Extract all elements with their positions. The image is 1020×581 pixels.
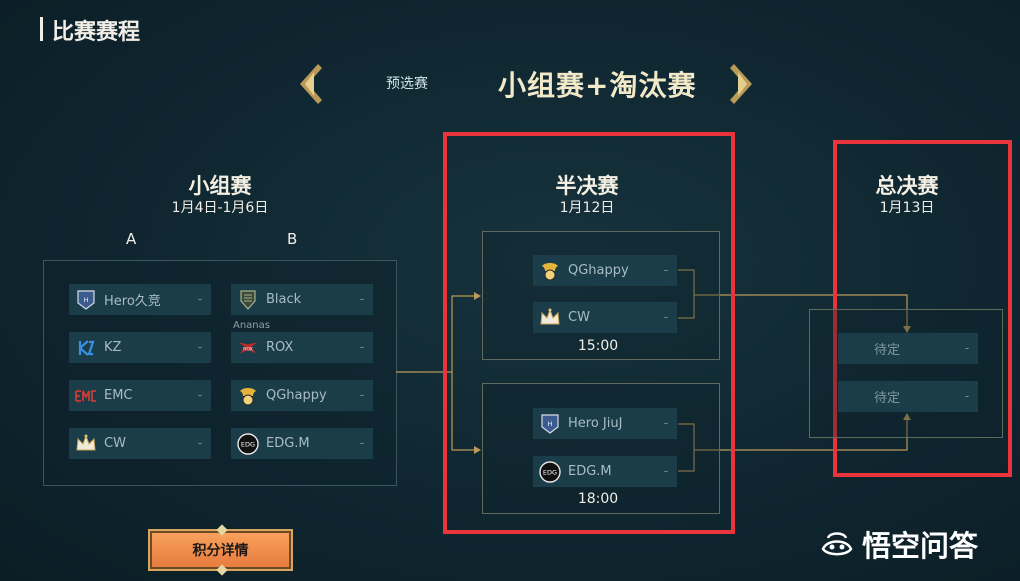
semifinal-match-1 — [482, 231, 720, 360]
team-name: Black — [266, 292, 302, 307]
team-name: QGhappy — [568, 263, 629, 278]
svg-text:H: H — [84, 297, 89, 304]
semifinal-1-time: 15:00 — [577, 338, 619, 354]
team-name: QGhappy — [266, 388, 327, 403]
team-name: 待定 — [874, 343, 901, 358]
semifinal-match-2 — [482, 383, 720, 514]
team-score: - — [359, 340, 365, 355]
final-date: 1月13日 — [879, 200, 935, 216]
points-button-label: 积分详情 — [192, 543, 249, 559]
group-a-label: A — [126, 230, 137, 248]
wukong-logo-icon — [821, 532, 853, 556]
team-score: - — [663, 263, 669, 278]
team-score: - — [663, 310, 669, 325]
final-highlight-box — [833, 140, 1012, 477]
cw-crown-icon — [75, 433, 97, 455]
group-b-label: B — [287, 230, 298, 248]
team-score: - — [197, 388, 203, 403]
emc-logo-icon — [75, 385, 97, 407]
next-stage-arrow-icon[interactable] — [724, 62, 756, 106]
semifinal-2-team-1[interactable]: H Hero JiuJ - — [533, 408, 677, 439]
team-name: ROX — [266, 340, 294, 355]
svg-text:EDG: EDG — [543, 468, 557, 476]
team-score: - — [197, 436, 203, 451]
team-name: CW — [568, 310, 590, 325]
semifinal-date: 1月12日 — [559, 200, 615, 216]
final-team-2[interactable]: 待定 - — [838, 381, 978, 412]
team-score: - — [964, 389, 970, 404]
team-name: EDG.M — [568, 464, 612, 479]
semifinal-2-time: 18:00 — [577, 491, 619, 507]
final-match — [809, 309, 1003, 438]
semifinal-1-team-1[interactable]: QGhappy - — [533, 255, 677, 286]
final-title: 总决赛 — [875, 174, 939, 198]
group-stage-dates: 1月4日-1月6日 — [171, 200, 269, 216]
team-score: - — [663, 464, 669, 479]
team-name: Hero JiuJ — [568, 416, 623, 431]
edgm-logo-icon: EDG — [539, 460, 561, 483]
team-score: - — [964, 341, 970, 356]
cw-crown-icon — [539, 307, 561, 329]
kz-logo-icon — [75, 337, 97, 359]
group-b-team-edgm[interactable]: EDG EDG.M - — [231, 428, 373, 459]
semifinal-2-team-2[interactable]: EDG EDG.M - — [533, 456, 677, 487]
team-score: - — [359, 292, 365, 307]
page-title: 比赛赛程 — [39, 14, 140, 46]
team-name: Hero久竞 — [104, 294, 161, 309]
final-team-1[interactable]: 待定 - — [838, 333, 978, 364]
svg-text:H: H — [548, 421, 553, 428]
group-b-team-qghappy[interactable]: QGhappy - — [231, 380, 373, 411]
semifinal-highlight-box — [443, 132, 735, 534]
team-name: EMC — [104, 388, 133, 403]
team-score: - — [359, 436, 365, 451]
points-details-button[interactable]: 积分详情 — [148, 524, 293, 576]
tab-group-knockout[interactable]: 小组赛+淘汰赛 — [498, 69, 697, 102]
qghappy-logo-icon — [539, 260, 561, 282]
overflow-team-text: Ananas — [233, 320, 270, 331]
qghappy-logo-icon — [237, 385, 259, 407]
edgm-logo-icon: EDG — [237, 432, 259, 455]
team-name: EDG.M — [266, 436, 310, 451]
svg-text:ROX: ROX — [243, 346, 253, 352]
wukong-watermark: 悟空问答 — [820, 523, 978, 565]
team-score: - — [197, 340, 203, 355]
team-score: - — [663, 416, 669, 431]
rox-logo-icon: ROX — [237, 337, 259, 359]
team-score: - — [197, 292, 203, 307]
team-name: KZ — [104, 340, 122, 355]
semifinal-1-team-2[interactable]: CW - — [533, 302, 677, 333]
team-name: 待定 — [874, 391, 901, 406]
group-b-team-rox[interactable]: ROX ROX - — [231, 332, 373, 363]
group-a-team-kz[interactable]: KZ - — [69, 332, 211, 363]
hero-logo-icon: H — [75, 289, 97, 311]
group-stage-title: 小组赛 — [188, 174, 252, 198]
group-a-team-hero[interactable]: H Hero久竞 - — [69, 284, 211, 315]
group-a-team-emc[interactable]: EMC - — [69, 380, 211, 411]
group-a-team-cw[interactable]: CW - — [69, 428, 211, 459]
tab-prelim[interactable]: 预选赛 — [386, 76, 428, 92]
team-name: CW — [104, 436, 126, 451]
prev-stage-arrow-icon[interactable] — [296, 62, 328, 106]
semifinal-title: 半决赛 — [555, 174, 619, 198]
team-score: - — [359, 388, 365, 403]
black-shield-icon — [237, 289, 259, 311]
svg-text:EDG: EDG — [241, 440, 255, 448]
hero-logo-icon: H — [539, 413, 561, 435]
watermark-text: 悟空问答 — [862, 529, 979, 563]
group-b-team-black[interactable]: Black - — [231, 284, 373, 315]
